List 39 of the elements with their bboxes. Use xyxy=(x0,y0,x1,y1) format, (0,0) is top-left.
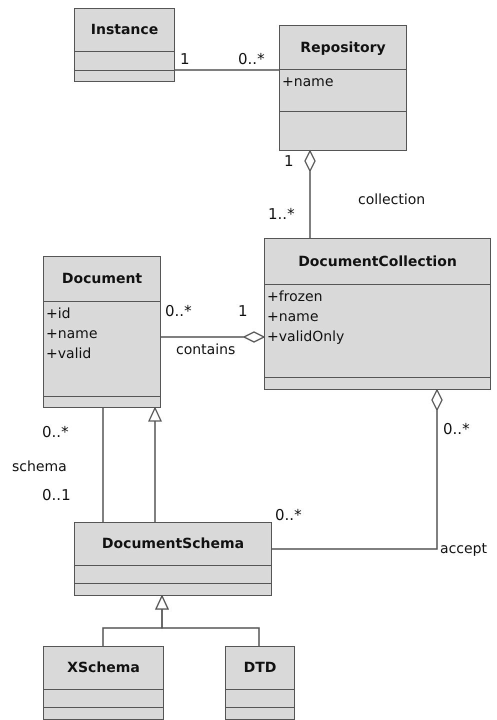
attribute-text: +id xyxy=(46,305,72,324)
aggregation-line xyxy=(272,389,443,550)
class-box xyxy=(43,256,161,408)
aggregation-line xyxy=(161,331,265,343)
multiplicity-label: 0..* xyxy=(238,50,265,68)
generalization-arrow xyxy=(148,407,162,522)
multiplicity-label: 0..1 xyxy=(42,486,71,504)
attribute-text: +name xyxy=(282,73,334,92)
association-line xyxy=(102,408,104,522)
class-box xyxy=(279,25,407,151)
class-box xyxy=(74,8,175,82)
class-name: Instance xyxy=(90,22,158,38)
attribute-text: +name xyxy=(46,325,98,344)
class-name: XSchema xyxy=(67,660,140,676)
multiplicity-label: 0..* xyxy=(165,302,192,320)
multiplicity-label: 1 xyxy=(284,152,294,170)
attribute-text: +frozen xyxy=(267,288,324,307)
attribute-text: +validOnly xyxy=(267,328,346,347)
class-box xyxy=(264,238,491,390)
attribute-text: +valid xyxy=(46,345,92,364)
multiplicity-label: 0..* xyxy=(275,506,302,524)
class-name: DTD xyxy=(244,660,276,676)
attribute-text: +name xyxy=(267,308,320,327)
association-line xyxy=(175,69,279,71)
class-name: Repository xyxy=(300,40,386,56)
class-name: DocumentSchema xyxy=(102,536,244,552)
class-name: DocumentCollection xyxy=(298,254,457,270)
class-box xyxy=(74,522,272,596)
multiplicity-label: 0..* xyxy=(443,420,470,438)
aggregation-line xyxy=(304,150,316,238)
class-box xyxy=(225,646,295,720)
class-box xyxy=(43,646,164,720)
multiplicity-label: 1 xyxy=(238,302,248,320)
multiplicity-label: 1..* xyxy=(268,205,295,223)
generalization-arrow xyxy=(155,595,260,646)
multiplicity-label: 1 xyxy=(180,50,190,68)
multiplicity-label: 0..* xyxy=(42,423,69,441)
class-name: Document xyxy=(62,271,142,287)
edge-label: accept xyxy=(440,540,487,558)
